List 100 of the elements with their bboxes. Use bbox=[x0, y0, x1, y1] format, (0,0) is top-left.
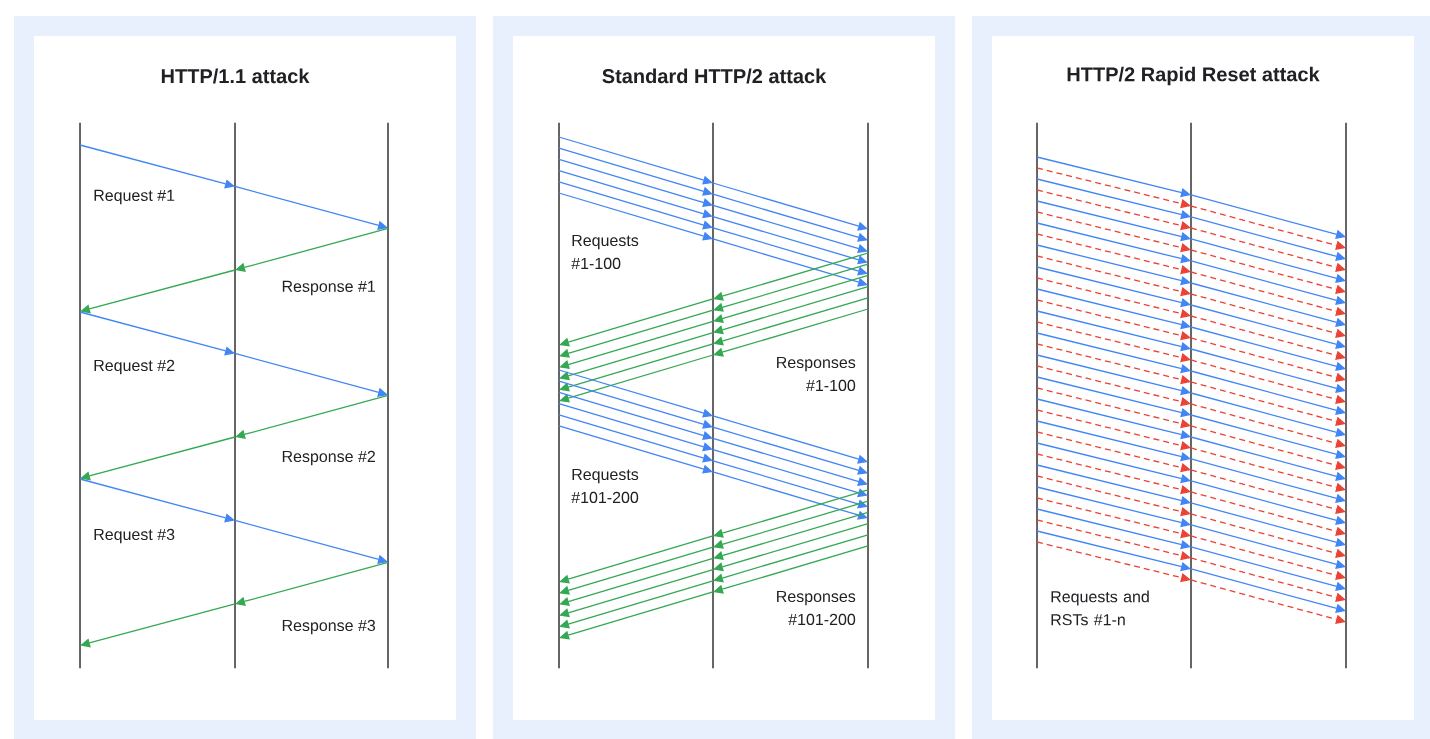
arrow bbox=[559, 546, 714, 595]
arrow bbox=[1190, 447, 1346, 492]
lifeline bbox=[1190, 122, 1192, 669]
lifeline bbox=[1036, 122, 1038, 669]
arrow bbox=[1190, 249, 1346, 294]
arrow bbox=[1190, 260, 1346, 305]
arrow bbox=[712, 238, 868, 287]
arrow bbox=[80, 436, 236, 481]
lifeline bbox=[234, 122, 236, 669]
arrow bbox=[713, 297, 869, 346]
lifeline bbox=[712, 122, 714, 669]
arrow bbox=[1190, 414, 1346, 459]
arrow bbox=[79, 144, 235, 189]
arrow bbox=[80, 269, 236, 314]
arrow bbox=[1190, 458, 1346, 503]
step-label: Response #2 bbox=[282, 450, 375, 466]
arrow bbox=[1190, 271, 1346, 316]
arrow bbox=[234, 185, 388, 230]
arrow bbox=[558, 136, 713, 185]
arrow bbox=[713, 263, 869, 312]
lifeline bbox=[387, 122, 389, 669]
arrow bbox=[559, 343, 714, 392]
arrow bbox=[235, 227, 389, 272]
arrow bbox=[1190, 293, 1346, 338]
arrow bbox=[1190, 502, 1346, 547]
arrow bbox=[558, 369, 713, 418]
arrow bbox=[1190, 348, 1346, 393]
arrow bbox=[559, 354, 714, 403]
arrow bbox=[712, 193, 868, 242]
arrow bbox=[1190, 480, 1346, 525]
arrow bbox=[713, 545, 869, 594]
arrow bbox=[79, 311, 235, 356]
arrow bbox=[712, 471, 868, 520]
arrow bbox=[559, 568, 714, 618]
step-label: Requests #101-200 bbox=[571, 468, 639, 504]
arrow bbox=[1190, 381, 1346, 426]
arrow bbox=[712, 215, 868, 265]
arrow bbox=[1190, 337, 1346, 382]
arrow bbox=[1190, 557, 1346, 602]
arrow bbox=[713, 285, 869, 335]
arrow bbox=[558, 181, 713, 230]
arrow bbox=[235, 561, 389, 606]
arrow bbox=[713, 308, 869, 357]
arrow bbox=[1190, 403, 1346, 448]
arrow bbox=[1190, 326, 1346, 371]
arrow bbox=[713, 522, 869, 572]
arrow bbox=[559, 557, 714, 606]
arrow bbox=[558, 402, 713, 452]
lifeline bbox=[558, 122, 560, 669]
arrow bbox=[558, 391, 713, 440]
step-label: Response #3 bbox=[282, 619, 376, 635]
lifeline bbox=[867, 122, 869, 669]
arrow bbox=[80, 603, 236, 648]
arrow bbox=[235, 394, 389, 439]
arrow bbox=[558, 425, 713, 474]
arrow bbox=[1190, 513, 1346, 558]
arrow bbox=[1190, 425, 1346, 470]
arrow bbox=[1190, 436, 1346, 481]
arrow bbox=[558, 147, 713, 196]
arrow bbox=[1190, 304, 1346, 349]
arrow bbox=[1190, 238, 1346, 283]
arrow bbox=[1190, 282, 1346, 327]
step-label: Responses #101-200 bbox=[777, 590, 856, 626]
arrow bbox=[79, 478, 235, 523]
arrow bbox=[559, 331, 714, 381]
arrow bbox=[712, 426, 868, 475]
arrow bbox=[559, 320, 714, 369]
arrow bbox=[558, 380, 713, 429]
arrow bbox=[712, 415, 868, 464]
arrow bbox=[558, 192, 713, 241]
lifeline bbox=[1345, 122, 1347, 669]
arrow bbox=[1190, 524, 1346, 569]
arrow bbox=[1190, 216, 1346, 261]
arrow bbox=[713, 252, 869, 301]
arrow bbox=[713, 274, 869, 324]
arrow bbox=[1190, 315, 1346, 360]
arrow bbox=[1190, 370, 1346, 415]
arrow bbox=[1190, 205, 1346, 250]
arrow bbox=[1190, 535, 1346, 580]
arrow bbox=[234, 519, 388, 564]
arrow bbox=[559, 309, 714, 358]
arrow bbox=[1190, 568, 1346, 613]
arrow bbox=[1190, 392, 1346, 437]
arrow bbox=[712, 460, 868, 509]
arrow bbox=[558, 169, 713, 219]
arrow bbox=[712, 448, 868, 498]
arrow bbox=[559, 535, 714, 584]
arrow bbox=[713, 534, 869, 583]
arrow bbox=[1190, 194, 1346, 239]
arrow bbox=[559, 580, 714, 629]
arrow bbox=[559, 298, 714, 347]
arrow bbox=[1190, 227, 1346, 272]
arrow bbox=[1190, 491, 1346, 536]
lifeline bbox=[79, 122, 81, 669]
arrow bbox=[713, 489, 869, 538]
arrow bbox=[713, 500, 869, 549]
arrow bbox=[713, 511, 869, 561]
arrow bbox=[559, 591, 714, 640]
arrow bbox=[558, 414, 713, 463]
arrow bbox=[1190, 359, 1346, 404]
